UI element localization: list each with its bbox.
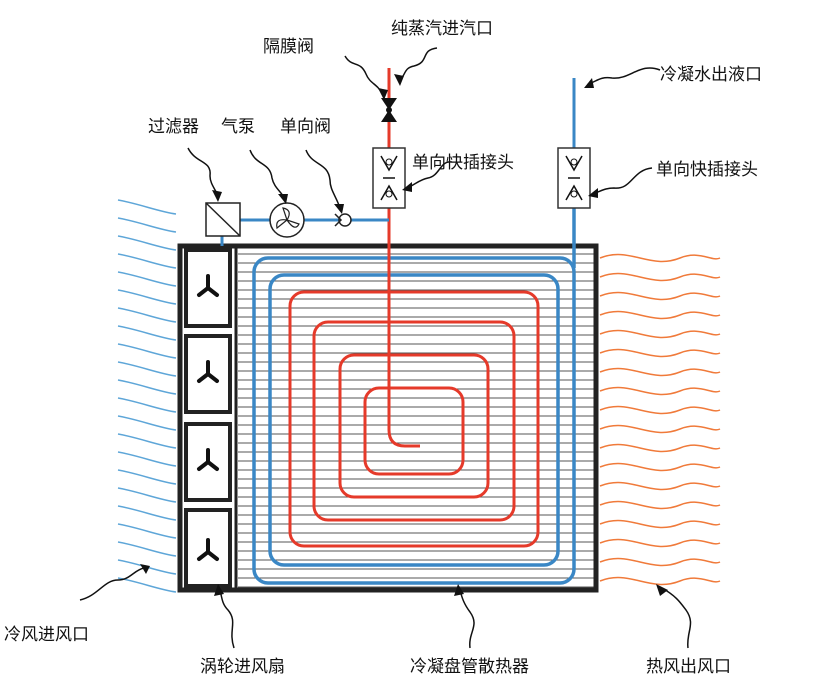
cold-air-line [117,559,177,575]
fan-unit [184,248,232,328]
cold-air-line [117,541,177,557]
cold-air-line [117,505,177,521]
cold-air-line [117,577,177,593]
hot-air-line [599,462,721,472]
label-steam-inlet: 纯蒸汽进汽口 [391,19,493,39]
radiator-fins [238,253,594,588]
condensate-coil [252,150,576,585]
cold-air-line [117,307,177,323]
quick-coupler-water-icon [557,147,591,209]
hot-air-line [599,348,721,358]
hot-air-line [599,519,721,529]
cold-air-line [117,343,177,359]
diaphragm-valve-icon [381,98,397,122]
label-quick-coupler-water: 单向快插接头 [656,160,758,180]
cold-air-line [117,451,177,467]
hot-air-waves [599,253,721,586]
cold-air-line [117,379,177,395]
hot-air-line [599,291,721,301]
hot-air-line [599,253,721,263]
hot-air-line [599,405,721,415]
hot-air-line [599,367,721,377]
label-condensate-outlet: 冷凝水出液口 [660,65,762,85]
cold-air-line [117,397,177,413]
hot-air-line [599,557,721,567]
fan-unit [184,422,232,502]
label-check-valve: 单向阀 [280,117,331,137]
air-pump-icon [269,202,305,238]
hot-air-line [599,424,721,434]
label-diaphragm-valve: 隔膜阀 [263,37,314,57]
steam-coil [288,120,540,548]
fan-icon [197,538,219,561]
fan-unit [184,508,232,588]
cold-air-line [117,235,177,251]
filter-icon [205,202,241,237]
cold-air-line [117,271,177,287]
hot-air-line [599,329,721,339]
cold-air-line [117,361,177,377]
fan-icon [197,274,219,297]
cold-air-line [117,487,177,503]
cold-air-waves [117,199,177,593]
fan-icon [197,448,219,471]
hot-air-line [599,386,721,396]
check-valve-icon [334,213,352,227]
hot-air-line [599,310,721,320]
cold-air-line [117,523,177,539]
label-hot-air-outlet: 热风出风口 [646,657,731,677]
cold-air-line [117,253,177,269]
label-condenser-coil: 冷凝盘管散热器 [410,657,529,677]
quick-coupler-steam-icon [372,147,406,209]
hot-air-line [599,576,721,586]
hot-air-line [599,481,721,491]
cold-air-line [117,325,177,341]
leader-arrows [79,47,692,649]
hot-air-line [599,500,721,510]
hot-air-line [599,443,721,453]
cold-air-line [117,199,177,215]
label-filter: 过滤器 [148,117,199,137]
label-air-pump: 气泵 [221,117,255,137]
fan-icon [197,360,219,383]
arrowheads [140,74,668,596]
cold-air-line [117,217,177,233]
cold-air-line [117,415,177,431]
hot-air-line [599,272,721,282]
hot-air-line [599,538,721,548]
cold-air-line [117,289,177,305]
cold-air-line [117,433,177,449]
cold-air-line [117,469,177,485]
label-turbo-fan: 涡轮进风扇 [200,657,285,677]
label-cold-air-inlet: 冷风进风口 [4,625,89,645]
label-quick-coupler-steam: 单向快插接头 [412,153,514,173]
fan-column [184,248,232,588]
fan-unit [184,334,232,414]
